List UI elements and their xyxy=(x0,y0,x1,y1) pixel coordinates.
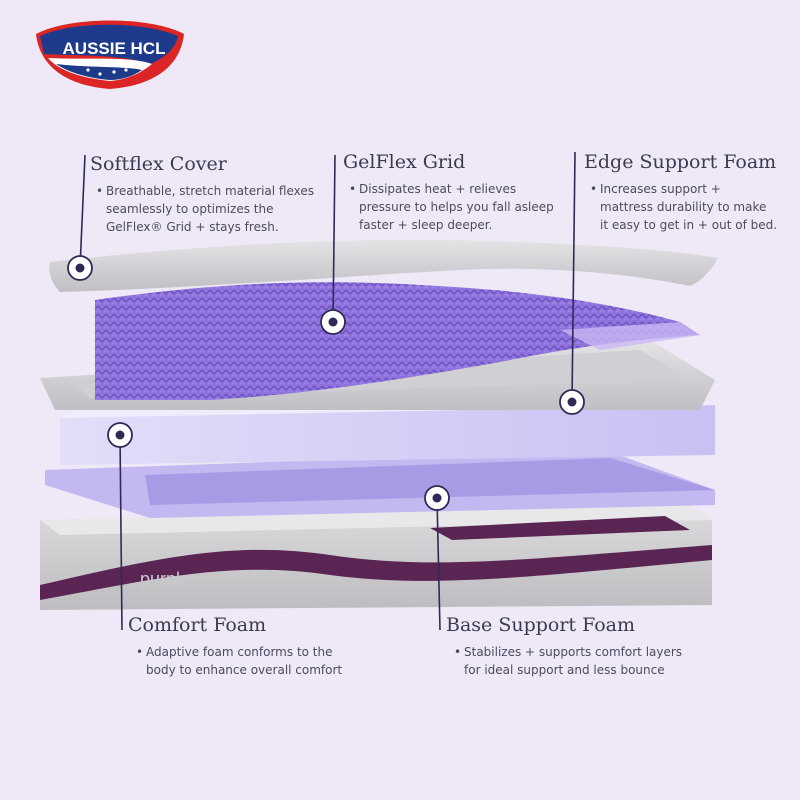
gelflex-grid-description: Dissipates heat + relieves pressure to h… xyxy=(349,180,554,234)
softflex-cover-description: Breathable, stretch material flexes seam… xyxy=(96,182,314,236)
callout-gelflex-grid: GelFlex Grid Dissipates heat + relieves … xyxy=(343,150,554,234)
marker-comfort xyxy=(108,423,132,447)
softflex-line-1: Breathable, stretch material flexes xyxy=(106,182,314,200)
gelflex-grid-title: GelFlex Grid xyxy=(343,150,554,174)
callout-comfort-foam: Comfort Foam Adaptive foam conforms to t… xyxy=(128,613,342,679)
gelflex-line-1: Dissipates heat + relieves xyxy=(359,180,554,198)
gelflex-line-2: pressure to helps you fall asleep xyxy=(359,198,554,216)
softflex-line-2: seamlessly to optimizes the xyxy=(106,200,314,218)
base-support-description: Stabilizes + supports comfort layers for… xyxy=(454,643,682,679)
edge-line-3: it easy to get in + out of bed. xyxy=(600,216,777,234)
comfort-line-1: Adaptive foam conforms to the xyxy=(146,643,342,661)
callout-softflex-cover: Softflex Cover Breathable, stretch mater… xyxy=(90,152,314,236)
base-support-foam-layer: purple xyxy=(40,505,712,610)
purple-brand-mark: purple xyxy=(140,569,190,589)
callout-edge-support-foam: Edge Support Foam Increases support + ma… xyxy=(584,150,777,234)
softflex-line-3: GelFlex® Grid + stays fresh. xyxy=(106,218,314,236)
comfort-line-2: body to enhance overall comfort xyxy=(146,661,342,679)
aussie-hcl-logo: AUSSIE HCL xyxy=(30,14,190,92)
base-line-2: for ideal support and less bounce xyxy=(464,661,682,679)
base-line-1: Stabilizes + supports comfort layers xyxy=(464,643,682,661)
logo-text: AUSSIE HCL xyxy=(63,39,166,58)
marker-gelflex xyxy=(321,310,345,334)
softflex-cover-title: Softflex Cover xyxy=(90,152,314,176)
marker-base-support xyxy=(425,486,449,510)
callout-base-support-foam: Base Support Foam Stabilizes + supports … xyxy=(446,613,682,679)
gelflex-line-3: faster + sleep deeper. xyxy=(359,216,554,234)
edge-line-1: Increases support + xyxy=(600,180,777,198)
comfort-foam-description: Adaptive foam conforms to the body to en… xyxy=(136,643,342,679)
marker-softflex xyxy=(68,256,92,280)
base-support-title: Base Support Foam xyxy=(446,613,682,637)
edge-support-description: Increases support + mattress durability … xyxy=(590,180,777,234)
edge-line-2: mattress durability to make xyxy=(600,198,777,216)
comfort-foam-title: Comfort Foam xyxy=(128,613,342,637)
edge-support-title: Edge Support Foam xyxy=(584,150,777,174)
marker-edge-support xyxy=(560,390,584,414)
